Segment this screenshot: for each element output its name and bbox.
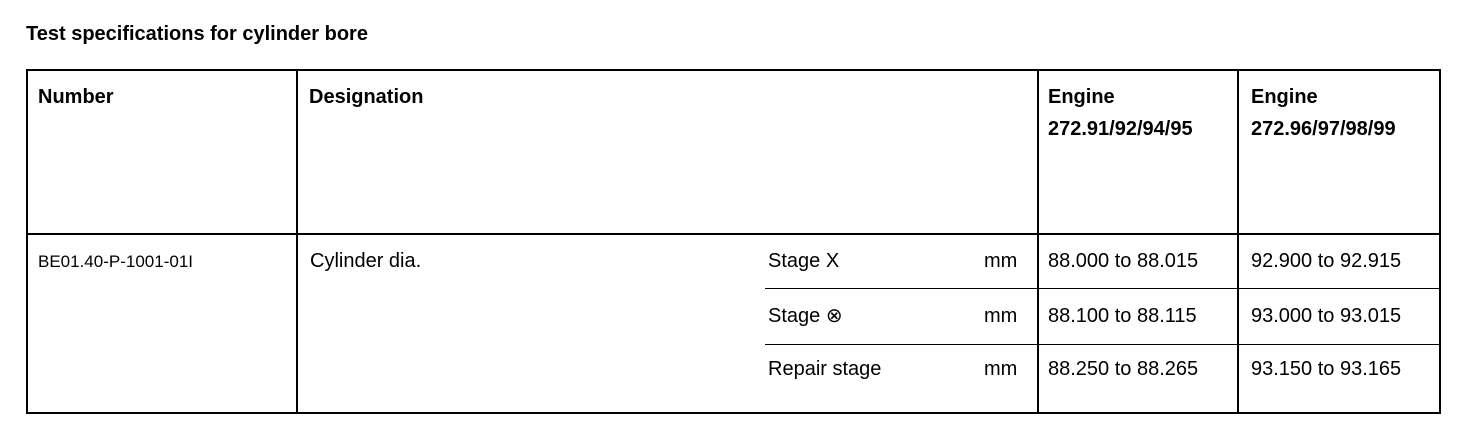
- spec-number: BE01.40-P-1001-01I: [38, 252, 193, 271]
- header-number: Number: [38, 86, 114, 108]
- stage-label: Stage X: [768, 250, 840, 272]
- header-engine-1-models: 272.91/92/94/95: [1048, 118, 1193, 140]
- column-divider: [1237, 71, 1239, 412]
- header-engine-1: Engine 272.91/92/94/95: [1048, 81, 1193, 145]
- row-divider: [765, 344, 1439, 345]
- stage-label: Repair stage: [768, 358, 882, 380]
- page-title: Test specifications for cylinder bore: [26, 23, 368, 45]
- header-engine-1-label: Engine: [1048, 86, 1115, 108]
- header-engine-2-label: Engine: [1251, 86, 1318, 108]
- stage-unit: mm: [984, 250, 1018, 272]
- row-divider: [765, 288, 1439, 289]
- header-engine-2: Engine 272.96/97/98/99: [1251, 81, 1396, 145]
- spec-designation: Cylinder dia.: [310, 250, 422, 272]
- specifications-table: Number Designation Engine 272.91/92/94/9…: [26, 69, 1441, 414]
- engine-1-value: 88.250 to 88.265: [1048, 358, 1199, 380]
- engine-2-value: 93.000 to 93.015: [1251, 305, 1402, 327]
- stage-unit: mm: [984, 358, 1018, 380]
- header-engine-2-models: 272.96/97/98/99: [1251, 118, 1396, 140]
- engine-1-value: 88.000 to 88.015: [1048, 250, 1199, 272]
- header-designation: Designation: [309, 86, 424, 108]
- engine-1-value: 88.100 to 88.115: [1048, 305, 1197, 327]
- header-divider: [28, 233, 1439, 235]
- column-divider: [1037, 71, 1039, 412]
- engine-2-value: 92.900 to 92.915: [1251, 250, 1402, 272]
- stage-label: Stage ⊗: [768, 305, 843, 327]
- stage-unit: mm: [984, 305, 1018, 327]
- column-divider: [296, 71, 298, 412]
- engine-2-value: 93.150 to 93.165: [1251, 358, 1402, 380]
